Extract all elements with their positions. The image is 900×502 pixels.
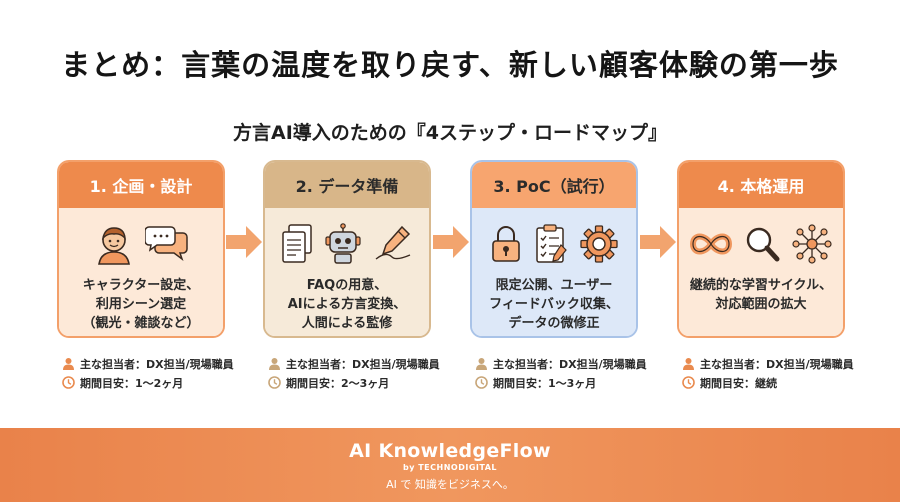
person-icon [683, 358, 694, 370]
step-header-1: 1. 企画・設計 [59, 162, 223, 208]
roadmap-subtitle: 方言AI導入のための『4ステップ・ロードマップ』 [233, 122, 667, 144]
brand-byline: by TECHNODIGITAL [403, 463, 497, 472]
step-body-4: 継続的な学習サイクル、 対応範囲の拡大 [679, 208, 843, 336]
documents-icon [282, 224, 312, 263]
step-card-3: 3. PoC（試行） [470, 160, 638, 338]
gear-icon [580, 225, 618, 263]
step-body-2: FAQの用意、 AIによる方言変換、 人間による監修 [265, 208, 429, 336]
step-body-3: 限定公開、ユーザー フィードバック収集、 データの微修正 [472, 208, 636, 336]
clock-icon [682, 376, 695, 389]
step-description-2: FAQの用意、 AIによる方言変換、 人間による監修 [287, 278, 407, 331]
step-owner-1: 主な担当者：DX担当/現場職員 [80, 357, 234, 371]
brand-name: AI KnowledgeFlow [349, 440, 551, 462]
step-header-3: 3. PoC（試行） [472, 162, 636, 208]
person-icon [63, 358, 74, 370]
step-owner-2: 主な担当者：DX担当/現場職員 [286, 357, 440, 371]
robot-icon [325, 223, 361, 264]
step-header-2: 2. データ準備 [265, 162, 429, 208]
step-period-3: 期間目安：1〜3ヶ月 [493, 376, 597, 390]
step-description-1: キャラクター設定、 利用シーン選定 （観光・雑談など） [82, 278, 200, 331]
step-header-4: 4. 本格運用 [679, 162, 843, 208]
step-body-1: キャラクター設定、 利用シーン選定 （観光・雑談など） [59, 208, 223, 336]
step-meta-4: 主な担当者：DX担当/現場職員 期間目安：継続 [682, 354, 872, 392]
step-period-1: 期間目安：1〜2ヶ月 [80, 376, 184, 390]
step-period-2: 期間目安：2〜3ヶ月 [286, 376, 390, 390]
person-icon [269, 358, 280, 370]
step-owner-3: 主な担当者：DX担当/現場職員 [493, 357, 647, 371]
person-icon [476, 358, 487, 370]
arrow-right-icon [640, 226, 676, 258]
clock-icon [62, 376, 75, 389]
page-title: まとめ：言葉の温度を取り戻す、新しい顧客体験の第一歩 [61, 48, 839, 82]
arrow-right-icon [433, 226, 469, 258]
step-owner-4: 主な担当者：DX担当/現場職員 [700, 357, 854, 371]
infinity-icon [689, 233, 733, 255]
step-card-4: 4. 本格運用 [677, 160, 845, 338]
network-icon [792, 224, 832, 264]
chat-bubbles-icon [145, 226, 188, 262]
pen-icon [375, 225, 411, 260]
step-card-2: 2. データ準備 [263, 160, 431, 338]
footer-banner: AI KnowledgeFlow by TECHNODIGITAL AI で 知… [0, 428, 900, 502]
brand-tagline: AI で 知識をビジネスへ。 [386, 478, 514, 491]
step-period-4: 期間目安：継続 [700, 376, 777, 390]
clock-icon [475, 376, 488, 389]
step-card-1: 1. 企画・設計 キャラクター設定、 利用シーン選定 （観光・雑談など） [57, 160, 225, 338]
lock-icon [492, 226, 520, 262]
step-description-4: 継続的な学習サイクル、 対応範囲の拡大 [689, 278, 833, 312]
magnifier-icon [746, 227, 780, 262]
arrow-right-icon [226, 226, 262, 258]
step-meta-3: 主な担当者：DX担当/現場職員 期間目安：1〜3ヶ月 [475, 354, 665, 392]
step-meta-2: 主な担当者：DX担当/現場職員 期間目安：2〜3ヶ月 [268, 354, 458, 392]
step-description-3: 限定公開、ユーザー フィードバック収集、 データの微修正 [489, 278, 619, 331]
checklist-icon [536, 224, 567, 263]
clock-icon [268, 376, 281, 389]
step-meta-1: 主な担当者：DX担当/現場職員 期間目安：1〜2ヶ月 [62, 354, 252, 392]
person-icon [98, 227, 130, 265]
